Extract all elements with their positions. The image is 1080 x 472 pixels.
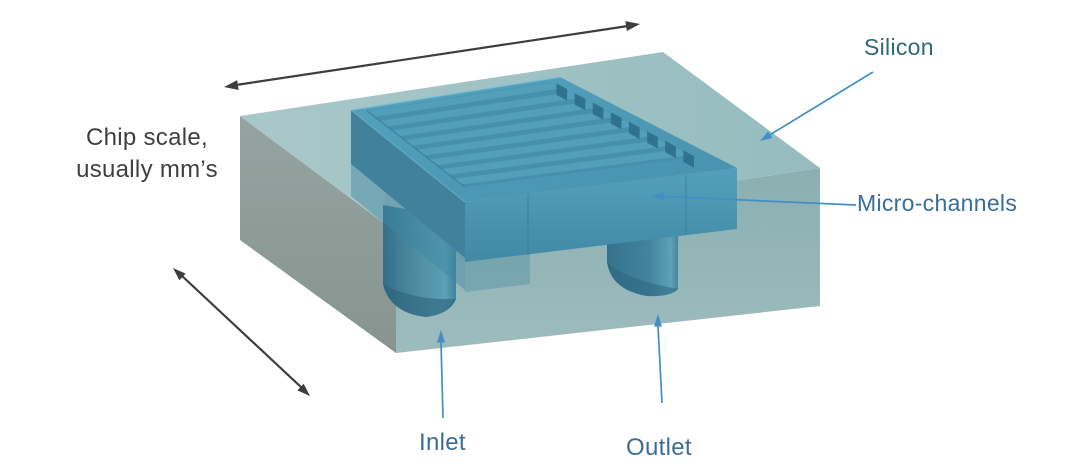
channel-block-skirt-front [465,254,530,292]
chip-scale-line1: Chip scale, [85,124,209,151]
side-dimension-arrow [173,268,310,396]
top-back-edge-highlight [350,76,561,111]
micro-channel-fins [367,82,689,185]
outlet-cylinder [607,228,678,297]
fin-end-teeth [556,83,694,168]
channel-block-front-face [465,168,737,262]
channel-block-left-face [351,110,465,258]
outlet-label: Outlet [626,434,692,461]
micro-channels-label: Micro-channels [857,190,1018,216]
outlet-pointer-arrow [654,314,663,404]
micro-channels-pointer-arrow [652,192,857,206]
top-dimension-arrow [224,21,640,90]
micro-channel-block [350,76,737,292]
silicon-label: Silicon [864,34,934,60]
fin-left-step-line [366,110,466,188]
silicon-left-face [240,116,396,353]
top-left-edge-highlight [350,109,466,203]
chip-scale-label: Chip scale, usually mm’s [47,122,247,186]
inlet-label: Inlet [419,429,466,456]
chip-scale-line2: usually mm’s [76,156,218,183]
inlet-pointer-arrow [437,330,445,419]
silicon-pointer-arrow [760,71,874,141]
channel-block-skirt-left [351,164,465,290]
